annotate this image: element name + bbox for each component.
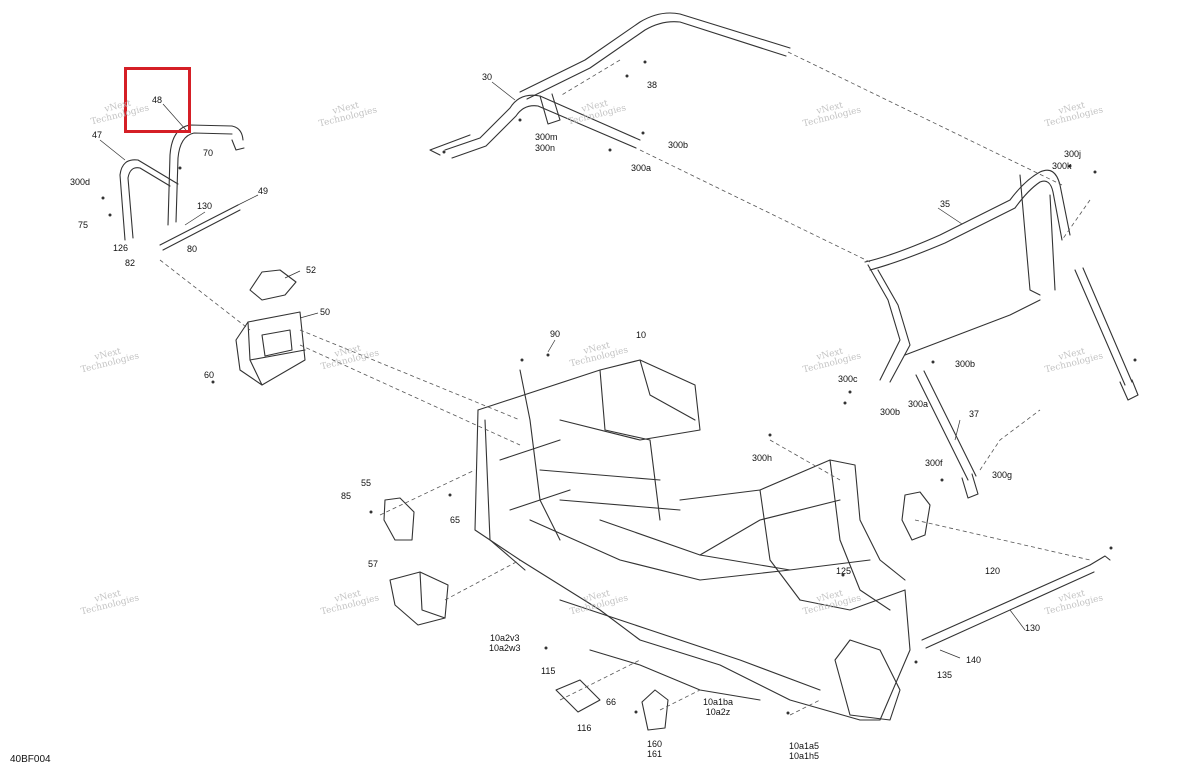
callout-label[interactable]: 85: [341, 491, 352, 501]
callout-label[interactable]: 90: [550, 329, 561, 339]
callout-label[interactable]: 10a2v3 10a2w3: [489, 633, 521, 653]
callout-label[interactable]: 60: [204, 370, 215, 380]
callout-label[interactable]: 135: [937, 670, 953, 680]
callout-label[interactable]: 10a1a5 10a1h5: [789, 741, 820, 761]
callout-label[interactable]: 38: [647, 80, 658, 90]
bracket-50: [235, 311, 306, 386]
callout-label[interactable]: 65: [450, 515, 461, 525]
callout-label[interactable]: 126: [113, 243, 129, 253]
callout-label[interactable]: 47: [92, 130, 103, 140]
bracket-52: [249, 269, 297, 301]
callout-label[interactable]: 130: [1025, 623, 1041, 633]
callout-label[interactable]: 52: [306, 265, 317, 275]
callout-label[interactable]: 300c: [838, 374, 858, 384]
callout-label[interactable]: 300k: [1052, 161, 1072, 171]
callout-label[interactable]: 80: [187, 244, 198, 254]
callout-label[interactable]: 300m: [535, 132, 558, 142]
bracket-57: [389, 571, 449, 626]
callout-label[interactable]: 300a: [908, 399, 929, 409]
callout-label[interactable]: 300b: [880, 407, 901, 417]
callout-label[interactable]: 66: [606, 697, 617, 707]
callout-label[interactable]: 30: [482, 72, 493, 82]
callout-label[interactable]: 57: [368, 559, 379, 569]
callout-label[interactable]: 300j: [1064, 149, 1082, 159]
rear-strut: [1074, 267, 1139, 401]
main-chassis-frame: [474, 359, 911, 721]
bracket-115: [555, 679, 601, 713]
callout-label[interactable]: 82: [125, 258, 136, 268]
callout-label[interactable]: 130: [197, 201, 213, 211]
callout-label[interactable]: 70: [203, 148, 214, 158]
callout-label[interactable]: 35: [940, 199, 951, 209]
callout-label[interactable]: 300h: [752, 453, 773, 463]
strut-37: [915, 370, 979, 499]
callout-label[interactable]: 300n: [535, 143, 556, 153]
callout-label[interactable]: 300b: [668, 140, 689, 150]
callout-label[interactable]: 115: [541, 666, 556, 676]
callout-label[interactable]: 300a: [631, 163, 652, 173]
callout-label[interactable]: 116: [577, 723, 592, 733]
callout-label[interactable]: 300g: [992, 470, 1013, 480]
highlight-box: [124, 67, 191, 133]
callout-label[interactable]: 10a1ba 10a2z: [703, 697, 734, 717]
callout-label[interactable]: 160 161: [647, 739, 663, 759]
callout-label[interactable]: 300b: [955, 359, 976, 369]
side-support-bars: [119, 124, 245, 251]
mount-bracket-right: [901, 491, 931, 541]
bracket-160: [641, 689, 669, 731]
roof-bar-30: [429, 12, 791, 159]
callout-label[interactable]: 300f: [925, 458, 943, 468]
rear-roll-bar-35: [864, 169, 1071, 383]
callout-label[interactable]: 48: [152, 95, 163, 105]
callout-label[interactable]: 49: [258, 186, 269, 196]
callout-label[interactable]: 37: [969, 409, 980, 419]
callout-label[interactable]: 50: [320, 307, 331, 317]
bracket-55: [383, 497, 415, 541]
callout-label[interactable]: 125: [836, 566, 852, 576]
callout-label[interactable]: 120: [985, 566, 1001, 576]
callout-label[interactable]: 55: [361, 478, 372, 488]
callout-label[interactable]: 300d: [70, 177, 91, 187]
callout-label[interactable]: 75: [78, 220, 89, 230]
callout-label[interactable]: 10: [636, 330, 647, 340]
callout-label[interactable]: 140: [966, 655, 982, 665]
diagram-code: 40BF004: [10, 754, 51, 765]
